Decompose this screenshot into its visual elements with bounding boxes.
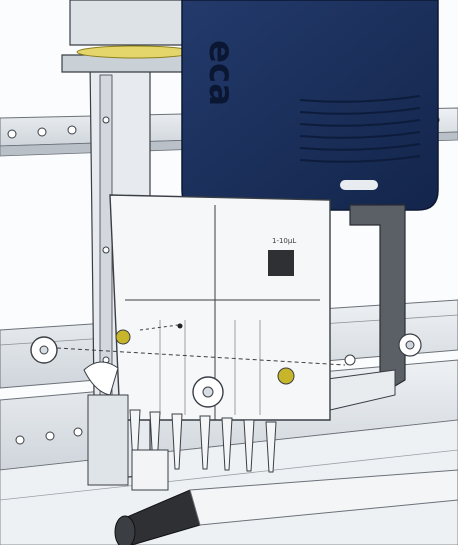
housing-lettering: eca bbox=[201, 40, 241, 106]
datamatrix-code bbox=[268, 250, 294, 276]
navy-housing: eca bbox=[181, 0, 439, 211]
black-tube bbox=[114, 469, 458, 545]
volume-label: 1-10µL bbox=[272, 237, 296, 245]
support-bracket bbox=[319, 204, 422, 411]
yellow-ring bbox=[76, 45, 194, 59]
housing-vents bbox=[299, 95, 421, 163]
pipette-module: 1-10µL bbox=[30, 194, 346, 421]
left-yellow-screw bbox=[115, 329, 131, 345]
lower-mechanism bbox=[83, 361, 169, 491]
rail-screws bbox=[7, 115, 440, 445]
housing-slot bbox=[340, 180, 378, 190]
right-yellow-screw bbox=[277, 367, 295, 385]
